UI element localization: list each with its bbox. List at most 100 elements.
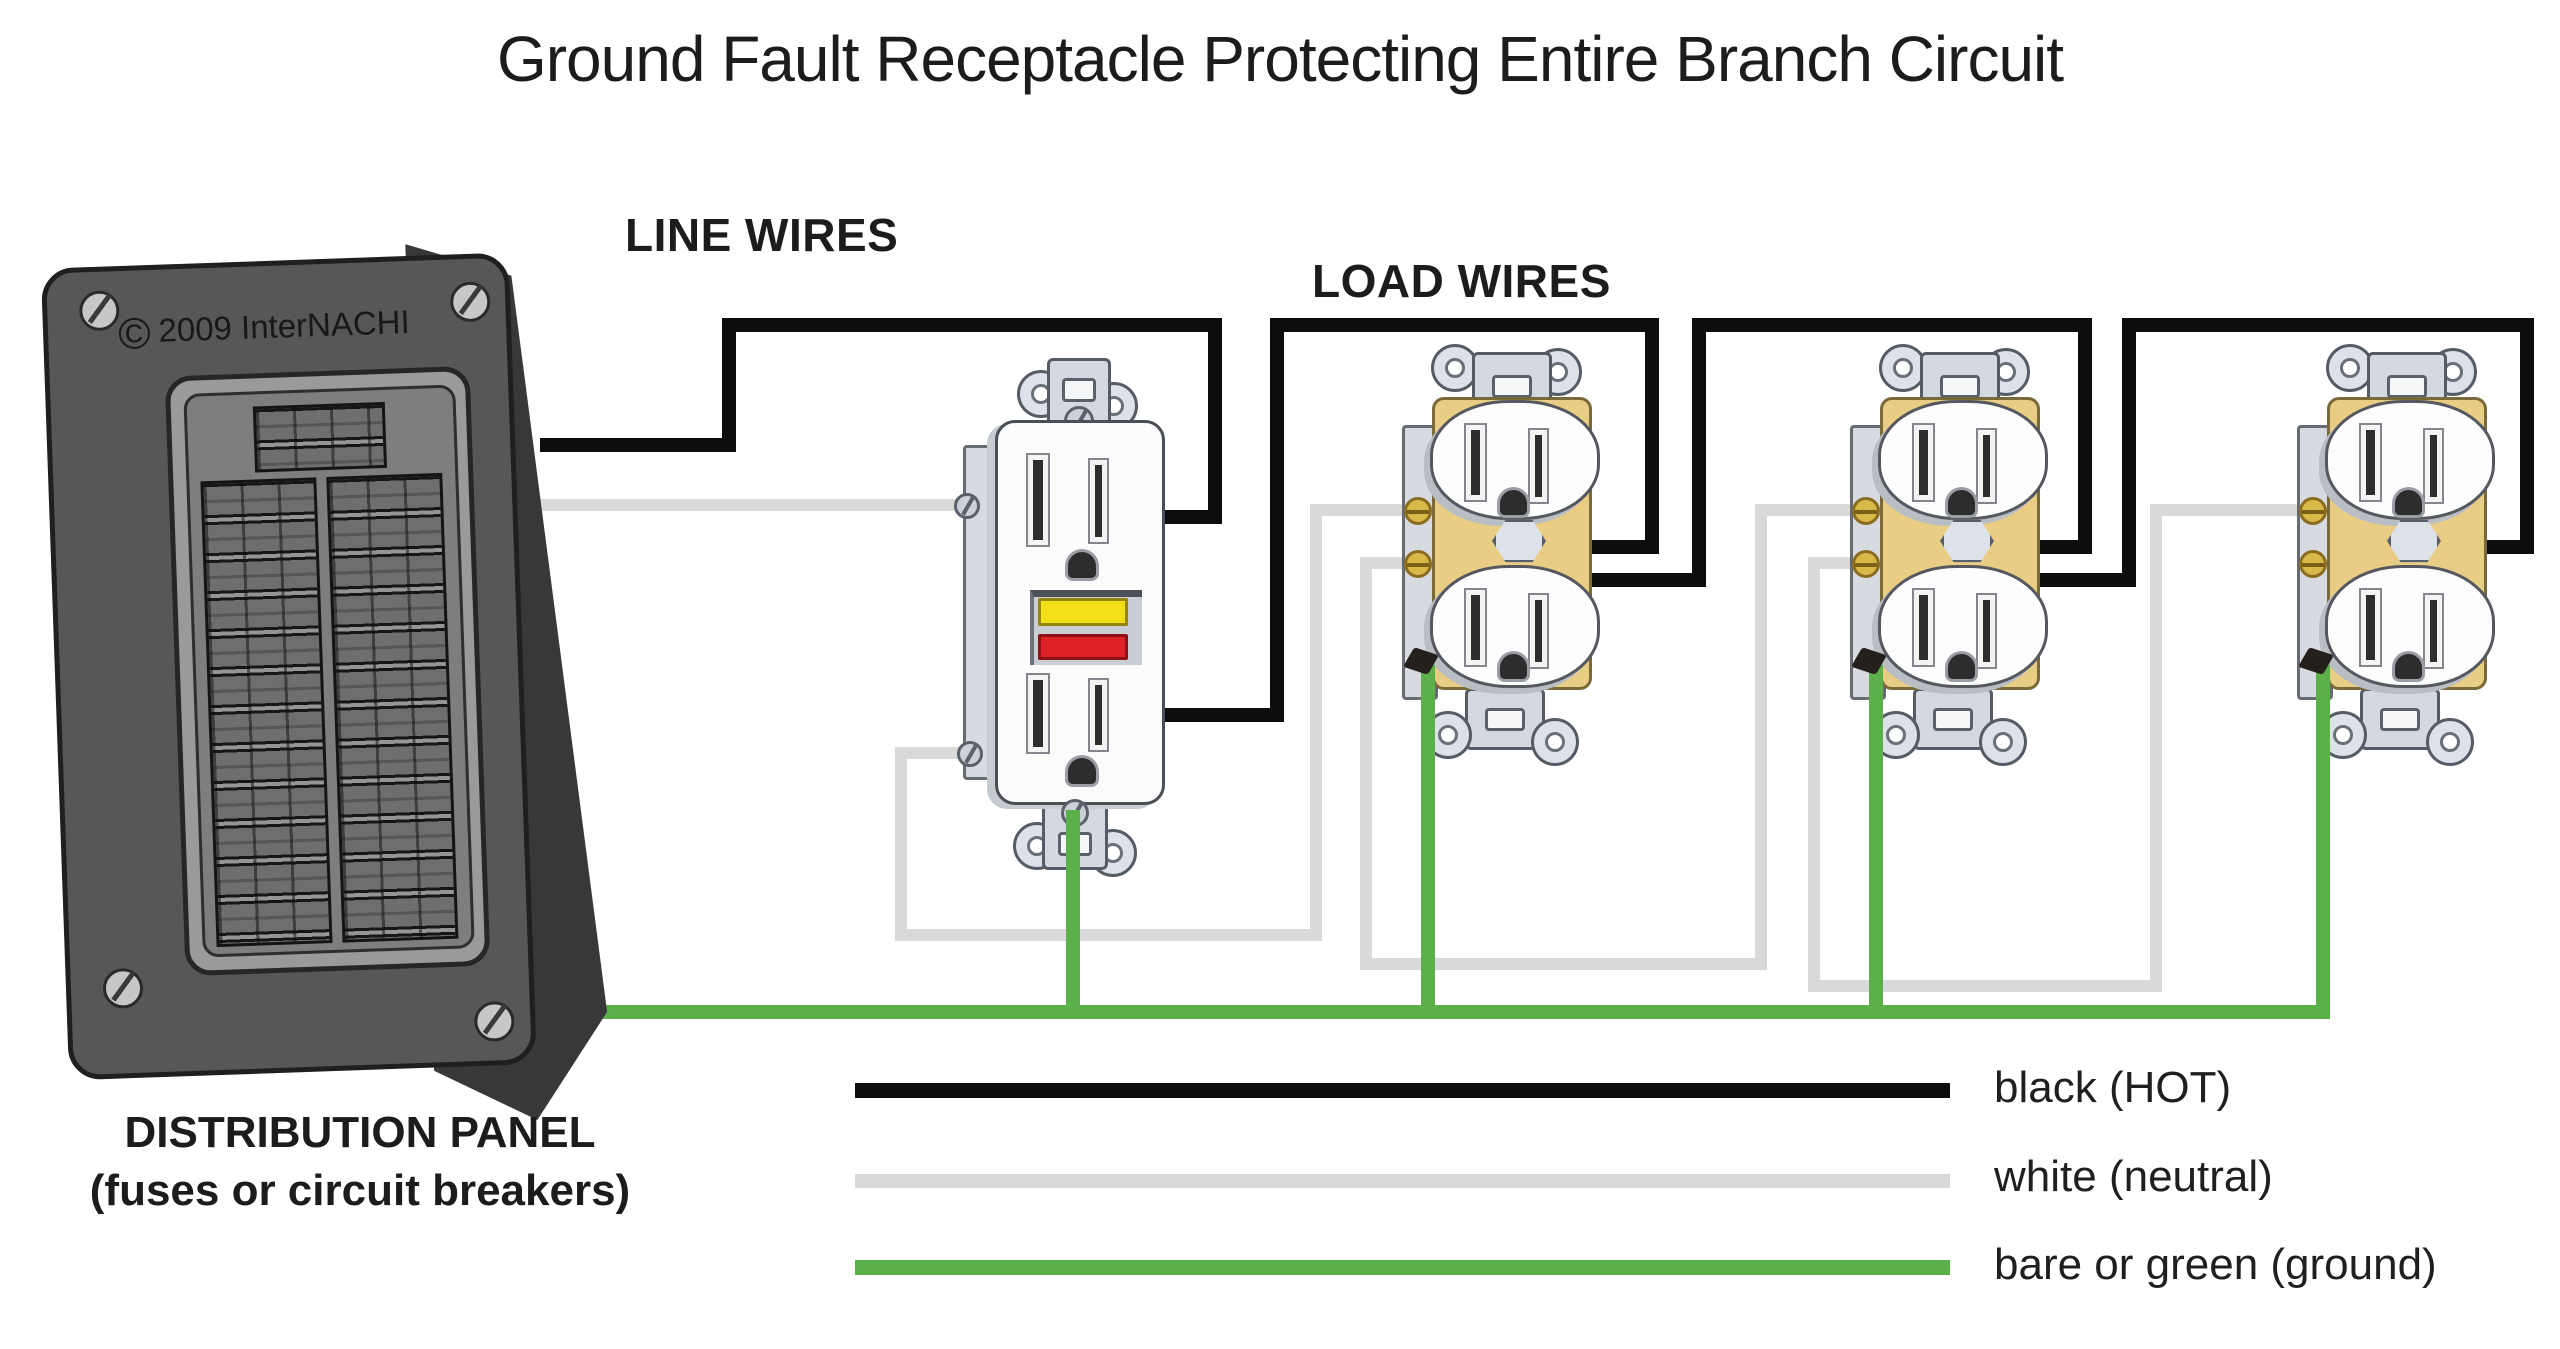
neutral-slot-lower — [2361, 590, 2380, 665]
page-title: Ground Fault Receptacle Protecting Entir… — [496, 23, 2064, 95]
ground-hole-lower — [1948, 654, 1975, 679]
ground-hole-lower — [1068, 758, 1096, 784]
hot-wire-riser-2 — [1692, 318, 1706, 587]
hot-wire-bus-b — [1270, 318, 1659, 332]
legend-swatch-hot — [855, 1083, 1950, 1098]
hot-wire-bus-c — [1692, 318, 2092, 332]
mounting-strap-bottom-slot — [1485, 708, 1525, 731]
terminal-screw-upper — [1404, 497, 1432, 525]
breaker-column-right — [326, 472, 459, 943]
neutral-wire-riser-2 — [1755, 504, 1767, 970]
hot-wire-receptacle-1-out — [1590, 573, 1706, 587]
ground-wire-receptacle-1-riser — [1421, 665, 1435, 1015]
neutral-terminal-screw-top — [954, 493, 980, 519]
mounting-strap-top-slot — [2387, 375, 2427, 398]
neutral-slot-upper — [1028, 455, 1048, 545]
line-wires-label: LINE WIRES — [625, 209, 899, 261]
hot-wire-riser-3 — [2122, 318, 2136, 587]
mounting-strap-top-slot — [1940, 375, 1980, 398]
terminal-screw-lower — [1852, 550, 1880, 578]
hot-wire-bus-a — [722, 318, 1222, 332]
ground-hole-upper — [1500, 490, 1527, 515]
neutral-slot-lower — [1914, 590, 1933, 665]
hot-wire-bus-d — [2122, 318, 2534, 332]
distribution-panel-sublabel: (fuses or circuit breakers) — [89, 1166, 631, 1215]
load-receptacle-2 — [1748, 340, 2168, 820]
neutral-terminal-screw-bottom — [957, 741, 983, 767]
neutral-wire-into-receptacle-1 — [1310, 504, 1430, 516]
load-receptacle-1 — [1300, 340, 1720, 820]
hot-slot-lower — [1978, 595, 1995, 667]
terminal-screw-lower — [2299, 550, 2327, 578]
hot-wire-up-1 — [722, 318, 736, 452]
mounting-strap-bottom-ear-right — [2426, 718, 2474, 766]
neutral-wire-into-receptacle-2 — [1755, 504, 1880, 516]
panel-copyright: ©2009 InterNACHI — [117, 302, 411, 360]
hot-wire-into-receptacle-1 — [1575, 540, 1659, 554]
ground-wire-receptacle-3-riser — [2316, 665, 2330, 1015]
copyright-icon: © — [117, 309, 152, 360]
load-wires-label: LOAD WIRES — [1312, 255, 1611, 307]
ground-wire-bus — [562, 1005, 2330, 1019]
hot-slot-lower — [1090, 680, 1107, 750]
legend-label-neutral: white (neutral) — [1994, 1152, 2273, 1201]
terminal-screw-upper — [1852, 497, 1880, 525]
hot-wire-drop-receptacle-3 — [2520, 318, 2534, 554]
gfci-receptacle — [940, 350, 1200, 895]
hot-slot-lower — [1530, 595, 1547, 667]
neutral-wire-into-receptacle-3 — [2150, 504, 2322, 516]
hot-wire-drop-gfci — [1208, 318, 1222, 524]
legend-label-ground: bare or green (ground) — [1994, 1240, 2437, 1289]
neutral-slot-lower — [1028, 675, 1048, 752]
hot-slot-upper — [2425, 430, 2442, 502]
hot-slot-upper — [1978, 430, 1995, 502]
hot-slot-lower — [2425, 595, 2442, 667]
mounting-strap-top-ear-left — [1431, 344, 1479, 392]
neutral-wire-run-1 — [895, 929, 1322, 941]
mounting-strap-top-ear-left — [1879, 344, 1927, 392]
neutral-slot-upper — [2361, 425, 2380, 500]
neutral-wire-run-3 — [1808, 980, 2162, 992]
hot-wire-drop-receptacle-1 — [1645, 318, 1659, 554]
neutral-slot-upper — [1914, 425, 1933, 500]
neutral-wire-line-from-panel — [540, 499, 982, 511]
neutral-slot-upper — [1466, 425, 1485, 500]
mounting-strap-bottom-ear-right — [1531, 718, 1579, 766]
distribution-panel: ©2009 InterNACHI — [0, 0, 718, 1210]
neutral-wire-receptacle-2-down — [1808, 557, 1820, 992]
neutral-slot-lower — [1466, 590, 1485, 665]
neutral-wire-gfci-down — [895, 747, 907, 941]
gfci-test-button — [1038, 598, 1128, 626]
ground-hole-upper — [1068, 552, 1096, 578]
gfci-reset-button — [1038, 634, 1128, 660]
legend-label-hot: black (HOT) — [1994, 1063, 2232, 1112]
breaker-column-left — [200, 477, 333, 948]
neutral-wire-riser-3 — [2150, 504, 2162, 992]
hot-wire-receptacle-2-out — [2038, 573, 2136, 587]
hot-wire-drop-receptacle-2 — [2078, 318, 2092, 554]
hot-slot-upper — [1090, 460, 1107, 542]
terminal-screw-upper — [2299, 497, 2327, 525]
ground-wire-gfci-riser — [1066, 810, 1080, 1015]
hot-slot-upper — [1530, 430, 1547, 502]
neutral-wire-riser-1 — [1310, 504, 1322, 941]
breaker-cluster-top — [252, 401, 387, 473]
mounting-strap-top-slot — [1062, 378, 1096, 402]
distribution-panel-label: DISTRIBUTION PANEL — [124, 1108, 596, 1157]
ground-hole-lower — [2395, 654, 2422, 679]
hot-wire-gfci-load-out — [1150, 708, 1284, 722]
ground-hole-upper — [1948, 490, 1975, 515]
legend-swatch-neutral — [855, 1174, 1950, 1188]
terminal-screw-lower — [1404, 550, 1432, 578]
mounting-strap-bottom-ear-right — [1979, 718, 2027, 766]
hot-wire-from-panel — [540, 438, 736, 452]
ground-hole-upper — [2395, 490, 2422, 515]
mounting-strap-bottom-slot — [2380, 708, 2420, 731]
neutral-wire-receptacle-1-down — [1360, 557, 1372, 970]
legend-swatch-ground — [855, 1260, 1950, 1275]
hot-wire-riser-1 — [1270, 318, 1284, 722]
mounting-strap-top-slot — [1492, 375, 1532, 398]
ground-wire-receptacle-2-riser — [1869, 665, 1883, 1015]
load-receptacle-3 — [2195, 340, 2560, 820]
